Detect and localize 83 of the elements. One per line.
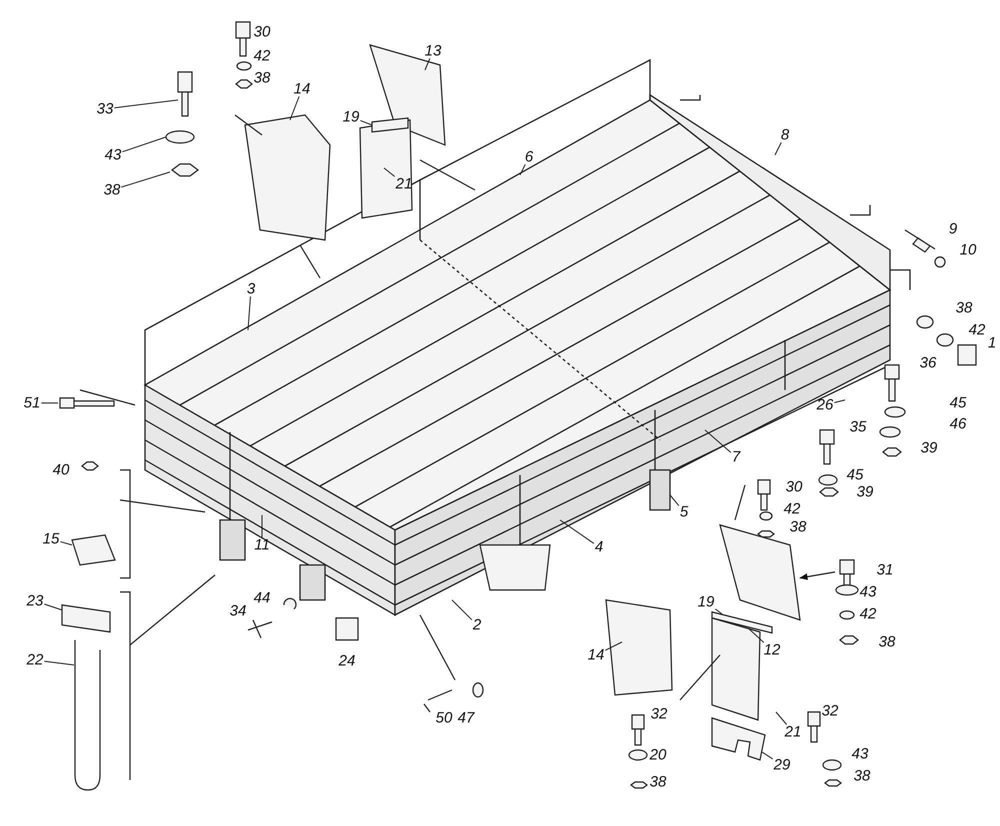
callout-number: 39 — [856, 484, 874, 500]
leader-line — [120, 172, 170, 188]
leader-line — [248, 296, 251, 330]
callout-number: 35 — [848, 420, 868, 434]
callout-number: 34 — [228, 604, 248, 618]
leader-line — [704, 430, 732, 453]
callout-number: 38 — [954, 300, 974, 316]
leader-line — [290, 96, 300, 120]
callout-number: 30 — [252, 24, 272, 40]
callout-number: 43 — [104, 148, 122, 162]
callout-number: 46 — [948, 416, 968, 432]
leader-line — [520, 164, 526, 176]
leader-line — [424, 58, 430, 70]
leader-line — [44, 660, 74, 666]
callout-number: 45 — [948, 396, 968, 410]
callout-number: 51 — [22, 396, 42, 410]
callout-number: 32 — [650, 706, 668, 722]
callout-number: 13 — [424, 44, 442, 58]
callout-number: 43 — [858, 584, 878, 600]
callout-number: 14 — [586, 648, 606, 662]
callout-number: 38 — [648, 774, 668, 790]
callout-number: 24 — [338, 654, 356, 668]
callout-number: 3 — [246, 282, 256, 296]
callout-number: 26 — [816, 398, 834, 412]
leader-line — [44, 604, 62, 610]
callout-number: 38 — [102, 182, 122, 198]
callout-number: 5 — [678, 504, 690, 520]
leader-line — [774, 142, 782, 156]
leader-line — [40, 402, 58, 404]
leader-line — [834, 400, 846, 404]
leader-line — [560, 520, 594, 544]
callout-number: 30 — [784, 480, 804, 494]
callout-number: 40 — [52, 462, 70, 478]
leader-line — [604, 642, 622, 651]
leader-line — [670, 494, 680, 506]
leader-line — [714, 608, 722, 614]
callout-number: 15 — [42, 532, 60, 546]
callout-number: 31 — [876, 562, 894, 578]
callout-number: 12 — [762, 642, 782, 658]
callout-number: 42 — [252, 48, 272, 64]
callout-number: 1 — [986, 336, 998, 350]
leader-line — [114, 100, 178, 108]
leader-line — [60, 541, 72, 546]
callout-number: 32 — [820, 704, 840, 718]
leader-line — [360, 120, 372, 126]
callout-number: 6 — [524, 150, 534, 164]
leader-line — [776, 712, 788, 725]
leader-line — [762, 752, 774, 760]
callout-number: 11 — [253, 538, 271, 552]
callout-number: 42 — [968, 322, 986, 338]
callout-number: 21 — [394, 176, 414, 192]
callout-number: 38 — [852, 768, 872, 784]
callout-number: 45 — [846, 468, 864, 482]
callout-number: 36 — [918, 356, 938, 370]
callout-number: 23 — [26, 594, 44, 608]
callout-number: 42 — [858, 606, 878, 622]
callout-number: 8 — [780, 128, 790, 142]
leader-line — [122, 136, 166, 152]
callout-number: 22 — [26, 652, 44, 668]
callout-number: 7 — [730, 450, 742, 464]
callout-number: 44 — [252, 590, 272, 606]
callout-number: 42 — [782, 502, 802, 516]
callout-number: 14 — [292, 82, 312, 96]
callout-number: 20 — [648, 748, 668, 762]
callout-number: 4 — [594, 540, 604, 554]
callout-number: 43 — [850, 746, 870, 762]
callout-number: 9 — [948, 222, 958, 236]
callout-number: 19 — [342, 110, 360, 124]
callout-number: 47 — [456, 710, 476, 726]
callout-number: 21 — [784, 724, 802, 740]
callout-number: 19 — [696, 594, 716, 610]
leader-line — [384, 168, 396, 178]
leader-line — [748, 628, 764, 643]
callout-number: 29 — [772, 758, 792, 772]
callout-number: 2 — [472, 618, 482, 632]
leader-line — [452, 600, 472, 620]
callout-number: 39 — [920, 440, 938, 456]
callout-number: 38 — [252, 70, 272, 86]
callout-number: 38 — [878, 634, 896, 650]
callout-number: 38 — [788, 520, 808, 534]
callout-number: 10 — [958, 242, 978, 258]
callout-number: 50 — [434, 710, 454, 726]
callout-number: 33 — [96, 102, 114, 116]
